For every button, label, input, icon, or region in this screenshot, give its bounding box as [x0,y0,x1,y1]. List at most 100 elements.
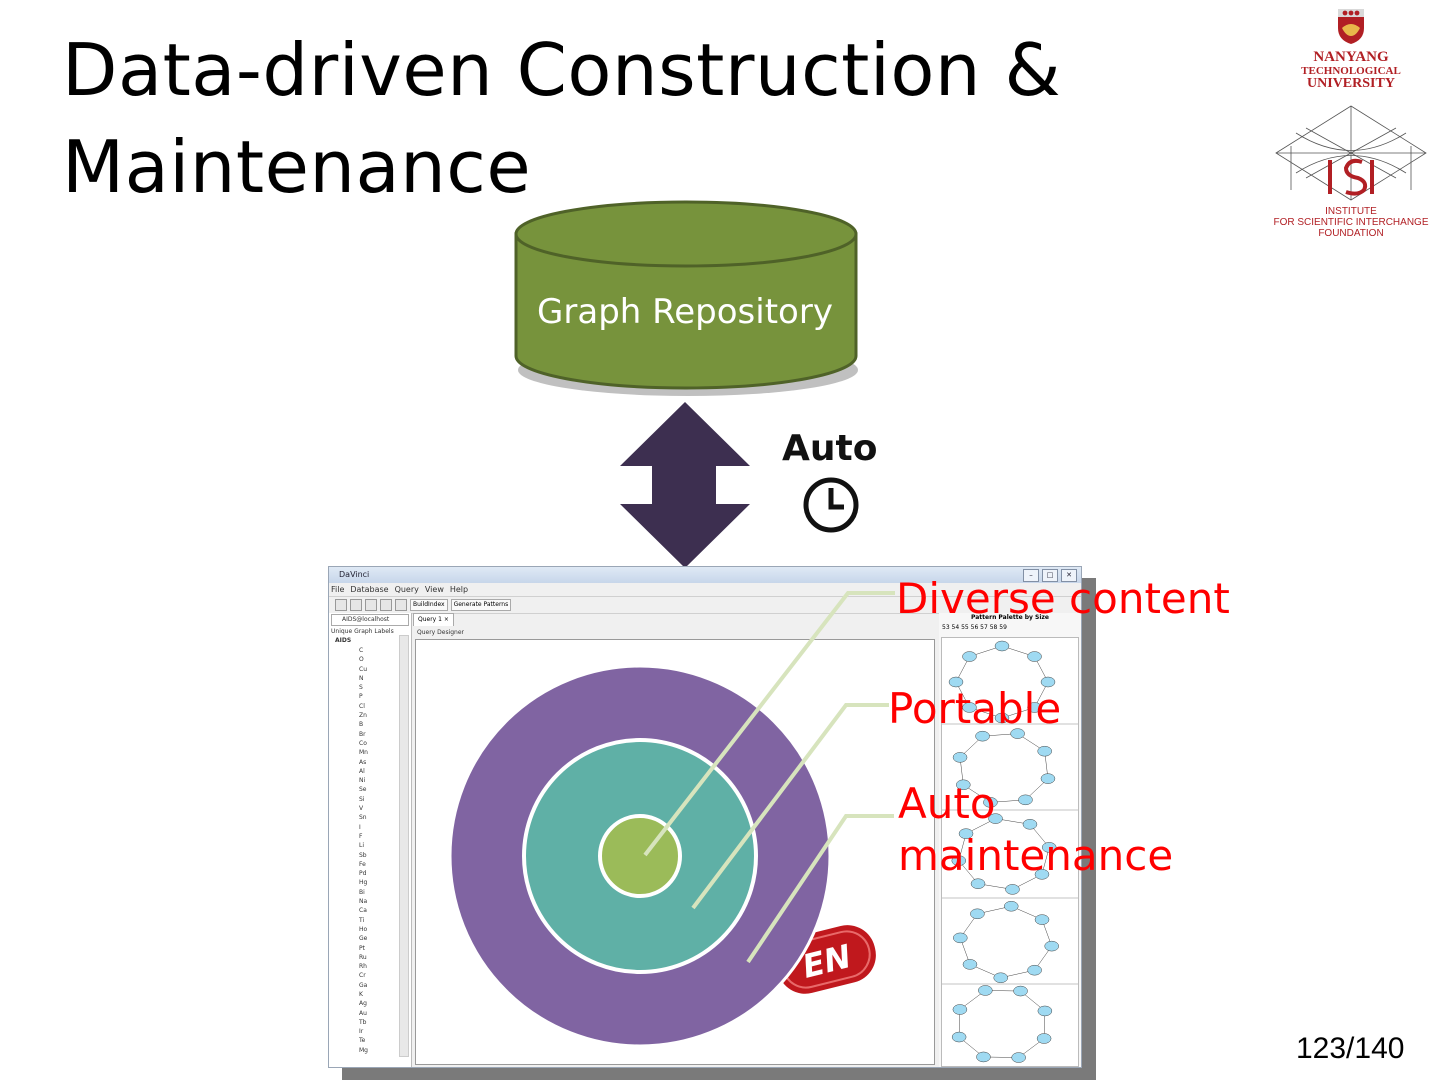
tree-item[interactable]: S [359,684,363,692]
tree-item[interactable]: O [359,656,364,664]
tree-item[interactable]: Si [359,795,365,803]
pattern-node [1027,964,1042,976]
isi-emblem-icon [1275,105,1427,201]
pattern-node [983,797,998,808]
tree-item[interactable]: Mn [359,749,368,757]
pattern-node [993,972,1008,984]
minimize-icon[interactable]: – [1023,569,1039,582]
tree-item[interactable]: B [359,721,364,729]
tree-item[interactable]: Te [359,1037,366,1045]
pattern-node [1022,819,1038,830]
tree-item[interactable]: Fe [359,860,366,868]
tree-item[interactable]: Ni [359,777,366,785]
tree-item[interactable]: Rh [359,963,367,971]
tree-item[interactable]: Ge [359,935,368,943]
generate-patterns-button[interactable]: Generate Patterns [450,599,512,611]
new-icon[interactable] [335,599,347,611]
pattern-node [962,702,977,713]
build-index-button[interactable]: BuildIndex [410,599,448,611]
pattern-palette-pane: Pattern Palette by Size 53 54 55 56 57 5… [939,613,1081,1067]
tree-item[interactable]: Ir [359,1028,364,1036]
tree-item[interactable]: Mg [359,1046,368,1054]
open-icon[interactable] [350,599,362,611]
tree-item[interactable]: Ga [359,981,368,989]
isi-name: INSTITUTE FOR SCIENTIFIC INTERCHANGE FOU… [1273,206,1429,239]
pattern-node [978,985,993,996]
tree-item[interactable]: Bi [359,888,365,896]
ntu-name: NANYANG TECHNOLOGICAL UNIVERSITY [1301,49,1401,91]
tree-item[interactable]: Co [359,739,367,747]
tree-item[interactable]: Cu [359,665,367,673]
pattern-node [948,676,964,688]
tree-item[interactable]: Tb [359,1018,367,1026]
tree-item[interactable]: Pt [359,944,365,952]
menu-help[interactable]: Help [449,585,469,594]
settings-icon[interactable] [395,599,407,611]
ntu-crest-icon [1338,9,1364,44]
institution-logos: NANYANG TECHNOLOGICAL UNIVERSITY INSTITU… [1266,6,1436,246]
tree-item[interactable]: Hg [359,879,368,887]
bidirectional-arrow-icon [620,402,750,568]
palette-title: Pattern Palette by Size [971,614,1049,621]
pattern-node [1034,869,1050,880]
tree-item[interactable]: Pd [359,870,367,878]
tree-item[interactable]: Al [359,767,365,775]
pattern-node [1027,651,1042,662]
tree-item[interactable]: Ho [359,925,368,933]
tree-item[interactable]: Au [359,1009,367,1017]
tree-item[interactable]: I [359,823,361,831]
left-scrollbar[interactable] [399,635,409,1057]
tree-item[interactable]: Ru [359,953,367,961]
app-titlebar: DaVinci – □ ✕ [329,567,1081,583]
tree-item[interactable]: Sb [359,851,367,859]
title-line-1: Data-driven Construction & [62,28,1062,112]
menu-file[interactable]: File [331,585,345,594]
palette-sizes[interactable]: 53 54 55 56 57 58 59 [942,624,1007,631]
tree-item[interactable]: F [359,832,363,840]
tree-item[interactable]: C [359,647,364,654]
tree-item[interactable]: Na [359,898,368,906]
pattern-node [970,878,986,889]
pattern-node [988,813,1003,824]
page-number: 123/140 [1296,1032,1405,1065]
callout-diverse-content: Diverse content [896,574,1230,623]
pattern-node [1041,842,1057,853]
maximize-icon[interactable]: □ [1042,569,1058,582]
tree-item[interactable]: Cr [359,972,366,980]
tree-item[interactable]: N [359,674,364,682]
callout-auto-maintenance: Auto maintenance [898,779,1174,880]
tree-item[interactable]: Li [359,842,365,850]
app-window-title: DaVinci [339,570,370,579]
lock-icon[interactable] [380,599,392,611]
menu-database[interactable]: Database [350,585,389,594]
tree-item[interactable]: As [359,758,367,766]
tree-item[interactable]: Ti [359,916,365,924]
graph-repository-cylinder [514,200,858,396]
tree-item[interactable]: Cl [359,702,365,710]
tree-item[interactable]: K [359,990,363,998]
tree-item[interactable]: Zn [359,712,367,720]
pattern-node [975,730,990,742]
tree-item[interactable]: Se [359,786,367,794]
menu-query[interactable]: Query [394,585,419,594]
save-icon[interactable] [365,599,377,611]
tree-item[interactable]: Ca [359,907,367,915]
tree-item[interactable]: Sn [359,814,367,822]
app-menubar: File Database Query View Help [329,583,1081,596]
pattern-node [952,1004,968,1015]
menu-view[interactable]: View [424,585,444,594]
pattern-thumbnails[interactable] [941,637,1079,1067]
tree-item[interactable]: Br [359,730,366,738]
tab-query-1[interactable]: Query 1 × [413,613,454,626]
pattern-node [970,908,985,920]
tree-root[interactable]: AIDS [335,637,352,644]
query-tabstrip: Query 1 × [413,613,933,626]
tree-item[interactable]: P [359,693,363,701]
tree-item[interactable]: Ag [359,1000,367,1008]
close-icon[interactable]: ✕ [1061,569,1077,582]
database-combo[interactable]: AIDS@localhost [331,614,409,626]
pattern-node [1034,914,1050,925]
pattern-node [994,712,1010,724]
tree-item[interactable]: V [359,805,364,813]
